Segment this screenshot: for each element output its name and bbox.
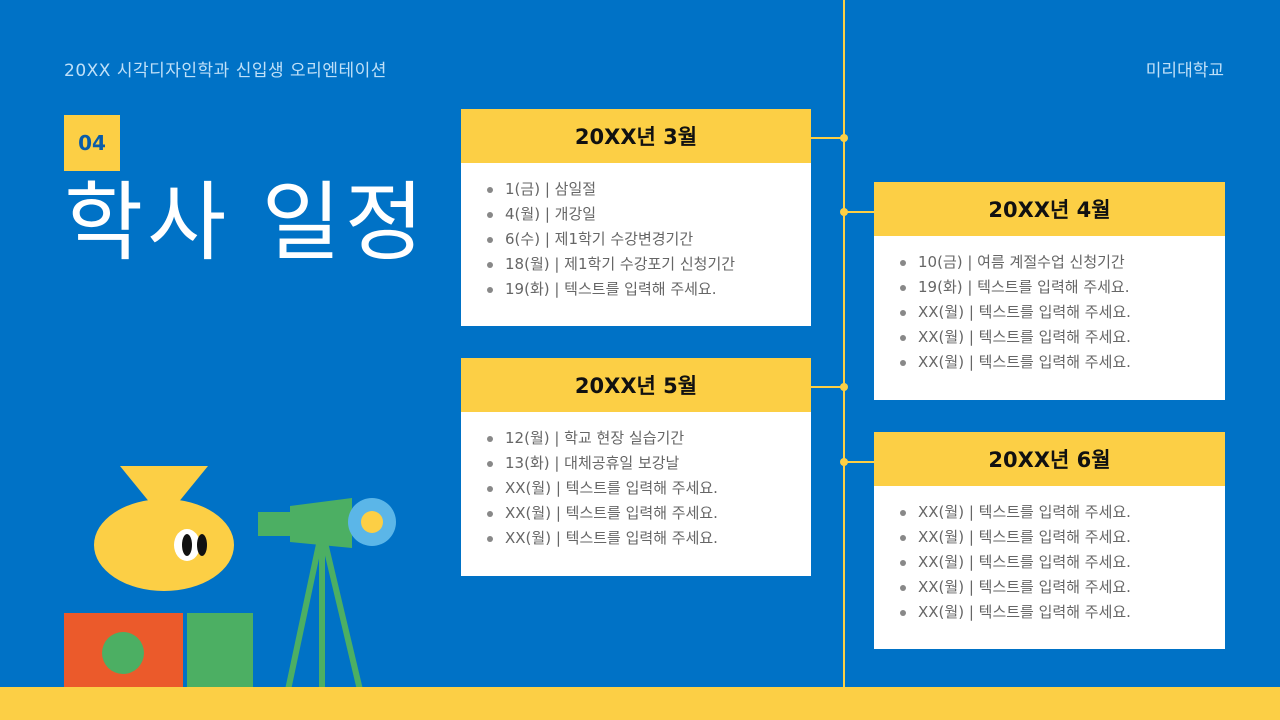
card-title: 20XX년 5월 [461, 358, 811, 412]
list-item: XX(월) | 텍스트를 입력해 주세요. [900, 500, 1225, 525]
card-title: 20XX년 4월 [874, 182, 1225, 236]
list-item: 13(화) | 대체공휴일 보강날 [487, 451, 811, 476]
list-item: 4(월) | 개강일 [487, 202, 811, 227]
telescope-icon [258, 498, 396, 691]
presentation-subtitle: 20XX 시각디자인학과 신입생 오리엔테이션 [64, 61, 387, 81]
list-item: 18(월) | 제1학기 수강포기 신청기간 [487, 252, 811, 277]
university-name: 미리대학교 [1145, 61, 1224, 81]
schedule-list: 12(월) | 학교 현장 실습기간 13(화) | 대체공휴일 보강날 XX(… [461, 426, 811, 551]
timeline-dot [840, 383, 848, 391]
schedule-card-april: 20XX년 4월 10(금) | 여름 계절수업 신청기간 19(화) | 텍스… [874, 182, 1225, 400]
list-item: XX(월) | 텍스트를 입력해 주세요. [900, 350, 1225, 375]
list-item: XX(월) | 텍스트를 입력해 주세요. [487, 501, 811, 526]
illustration [64, 466, 396, 693]
list-item: XX(월) | 텍스트를 입력해 주세요. [900, 600, 1225, 625]
timeline-connector [810, 137, 844, 139]
list-item: 6(수) | 제1학기 수강변경기간 [487, 227, 811, 252]
list-item: XX(월) | 텍스트를 입력해 주세요. [900, 300, 1225, 325]
list-item: XX(월) | 텍스트를 입력해 주세요. [900, 575, 1225, 600]
card-title: 20XX년 6월 [874, 432, 1225, 486]
timeline-line [843, 0, 845, 720]
timeline-dot [840, 458, 848, 466]
list-item: XX(월) | 텍스트를 입력해 주세요. [487, 526, 811, 551]
list-item: 19(화) | 텍스트를 입력해 주세요. [487, 277, 811, 302]
bottom-bar [0, 687, 1280, 720]
schedule-list: XX(월) | 텍스트를 입력해 주세요. XX(월) | 텍스트를 입력해 주… [874, 500, 1225, 625]
schedule-card-may: 20XX년 5월 12(월) | 학교 현장 실습기간 13(화) | 대체공휴… [461, 358, 811, 576]
list-item: XX(월) | 텍스트를 입력해 주세요. [900, 325, 1225, 350]
schedule-list: 10(금) | 여름 계절수업 신청기간 19(화) | 텍스트를 입력해 주세… [874, 250, 1225, 375]
timeline-dot [840, 134, 848, 142]
list-item: 19(화) | 텍스트를 입력해 주세요. [900, 275, 1225, 300]
list-item: XX(월) | 텍스트를 입력해 주세요. [900, 525, 1225, 550]
schedule-card-june: 20XX년 6월 XX(월) | 텍스트를 입력해 주세요. XX(월) | 텍… [874, 432, 1225, 649]
character-icon [94, 466, 234, 591]
list-item: 10(금) | 여름 계절수업 신청기간 [900, 250, 1225, 275]
schedule-card-march: 20XX년 3월 1(금) | 삼일절 4(월) | 개강일 6(수) | 제1… [461, 109, 811, 326]
timeline-connector [844, 211, 876, 213]
list-item: 1(금) | 삼일절 [487, 177, 811, 202]
schedule-list: 1(금) | 삼일절 4(월) | 개강일 6(수) | 제1학기 수강변경기간… [461, 177, 811, 302]
blocks-icon [64, 613, 253, 693]
page-title: 학사 일정 [64, 173, 428, 273]
list-item: 12(월) | 학교 현장 실습기간 [487, 426, 811, 451]
section-number-badge: 04 [64, 115, 120, 171]
timeline-dot [840, 208, 848, 216]
card-title: 20XX년 3월 [461, 109, 811, 163]
timeline-connector [844, 461, 876, 463]
timeline-connector [810, 386, 844, 388]
list-item: XX(월) | 텍스트를 입력해 주세요. [487, 476, 811, 501]
list-item: XX(월) | 텍스트를 입력해 주세요. [900, 550, 1225, 575]
